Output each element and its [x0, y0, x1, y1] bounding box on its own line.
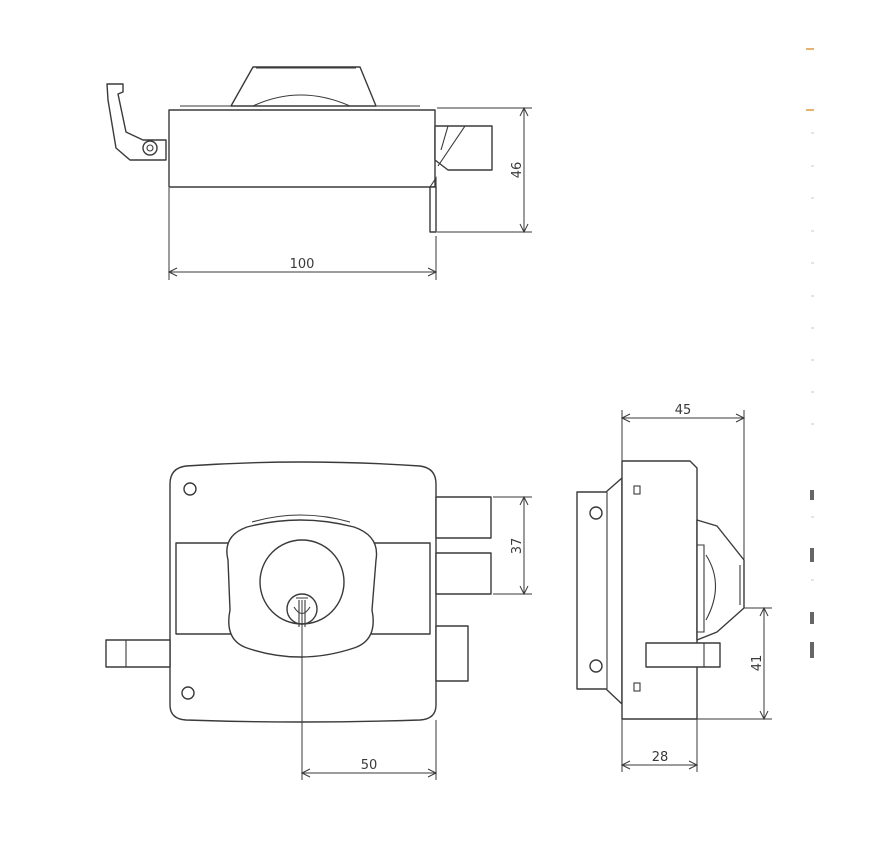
right-edge-strip: [806, 48, 814, 658]
top-height-dimension: 46: [510, 162, 525, 179]
top-width-dimension: 100: [290, 257, 315, 272]
front-bolt-spacing-dimension: 37: [510, 538, 525, 555]
side-view: 45 41 28: [576, 403, 772, 772]
top-view: 46 100: [106, 66, 532, 280]
front-backset-dimension: 50: [361, 758, 378, 773]
side-depth-dimension: 45: [675, 403, 692, 418]
side-bottom-width-dimension: 28: [652, 750, 669, 765]
front-view: 37 50: [105, 461, 532, 780]
side-lower-height-dimension: 41: [750, 655, 765, 672]
